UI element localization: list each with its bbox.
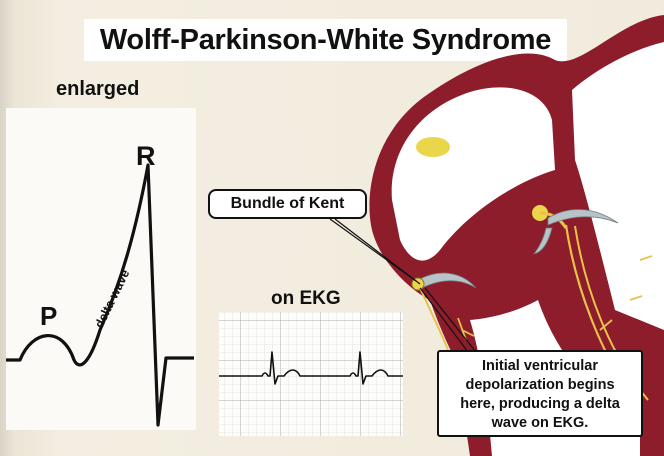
page-title: Wolff-Parkinson-White Syndrome [84,19,567,61]
callout-line-1: Initial ventricular [481,358,599,374]
p-wave-label: P [40,301,57,331]
enlarged-label: enlarged [56,78,140,100]
bundle-of-kent-callout: Bundle of Kent [208,189,367,219]
right-atrium-interior [391,87,555,261]
r-wave-label: R [136,141,156,171]
ekg-strip [219,312,403,436]
tricuspid-leaflet [417,272,477,291]
valve-leaflet-right [547,209,619,226]
left-atrium-interior [572,42,664,330]
on-ekg-label: on EKG [271,288,341,309]
delta-wave-label: delta wave [92,267,132,330]
callout-line-4: wave on EKG. [491,415,589,431]
initial-pointer-line [419,287,469,353]
ekg-tracing [219,351,403,385]
initial-depolarization-callout: Initial ventricular depolarization begin… [437,350,643,437]
sa-node [416,137,450,157]
valve-leaflet-left [533,227,553,255]
callout-line-3: here, producing a delta [460,396,620,412]
enlarged-ecg-waveform [6,163,194,427]
callout-line-2: depolarization begins [465,377,615,393]
